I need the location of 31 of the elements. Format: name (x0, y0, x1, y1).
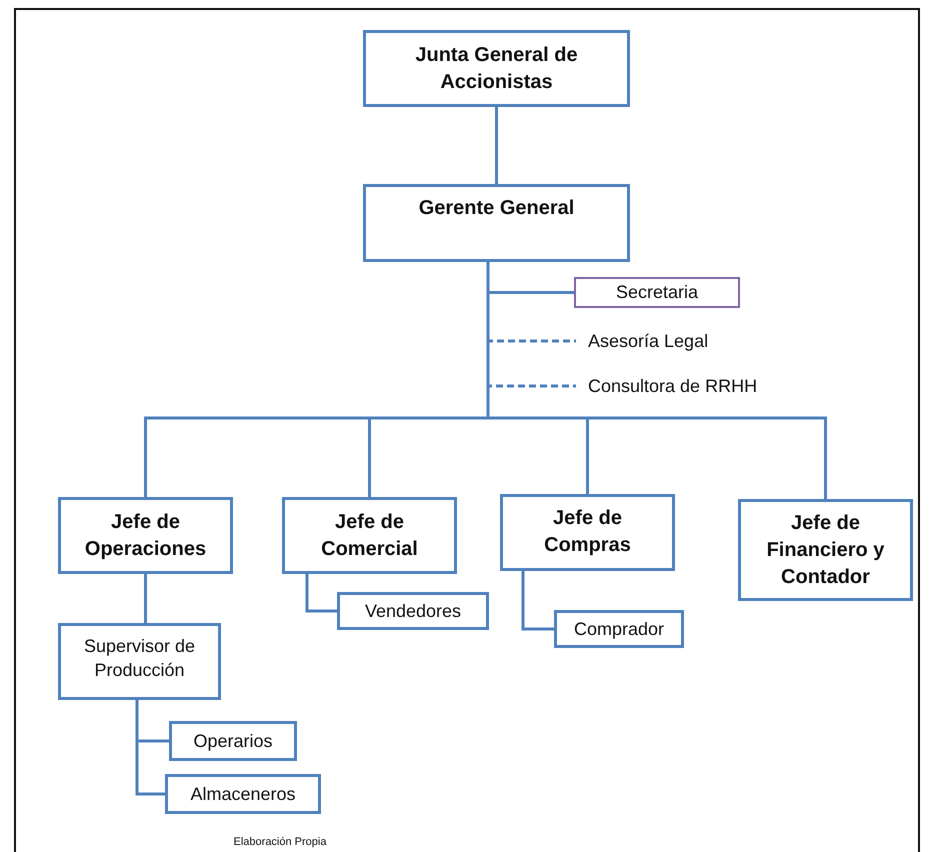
node-label: Jefe de Compras (543, 506, 632, 558)
position-box (554, 610, 684, 648)
connector-line (306, 574, 337, 612)
node-label: Secretaria (616, 281, 698, 304)
node-label: Jefe de Comercial (320, 510, 419, 562)
node-label: Jefe de Financiero y Contador (766, 510, 886, 590)
node-label: Operarios (193, 730, 273, 753)
position-box (169, 721, 297, 761)
position-box (500, 494, 675, 571)
position-box (165, 774, 321, 814)
position-box (282, 497, 457, 574)
connector-line (144, 574, 147, 623)
source-note: Elaboración Propia (232, 836, 328, 848)
node-label: Comprador (574, 618, 664, 641)
position-box (363, 184, 630, 262)
connector-line (522, 571, 554, 630)
position-box (58, 497, 233, 574)
position-box (337, 592, 489, 630)
position-box (363, 30, 630, 107)
position-box (738, 499, 913, 601)
position-box (58, 623, 221, 700)
node-label: Almaceneros (190, 782, 296, 806)
node-label: Consultora de RRHH (588, 374, 758, 398)
node-label: Junta General de Accionistas (414, 42, 579, 94)
node-label: Vendedores (364, 600, 462, 623)
staff-box (574, 277, 740, 308)
connector-line (495, 107, 498, 184)
node-label: Jefe de Operaciones (84, 510, 208, 562)
node-label: Gerente General (418, 196, 574, 221)
node-label: Asesoría Legal (588, 330, 708, 353)
node-label: Supervisor de Producción (82, 635, 196, 682)
